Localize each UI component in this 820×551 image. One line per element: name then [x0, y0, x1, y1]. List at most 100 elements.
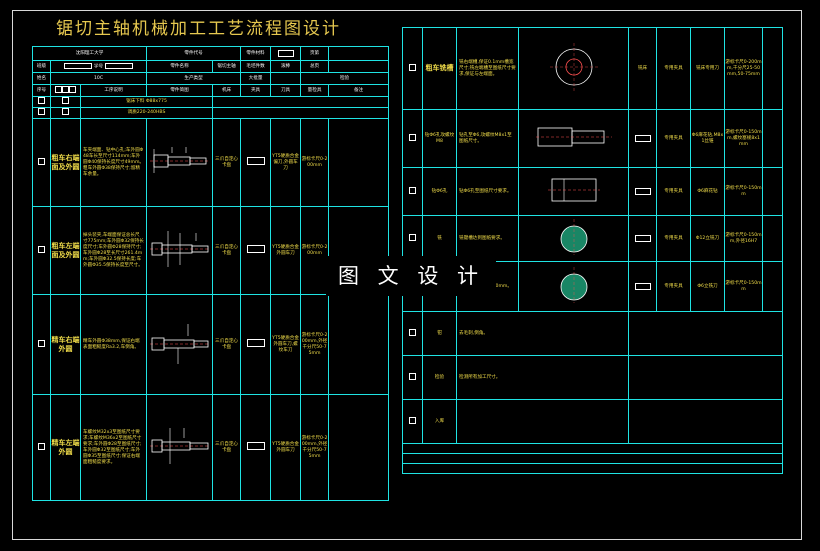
right-row-1-sketch — [518, 109, 629, 168]
process-row-3-name: 精车左端外圆 — [50, 394, 81, 501]
production-type-label: 生产类型 — [146, 72, 242, 85]
right-row-6-desc: 检测所有加工尺寸。 — [456, 355, 629, 400]
right-row-1-remark — [762, 109, 783, 168]
process-row-1-desc: 掉头装夹,车端面保证总长尺寸775mm;车外圆Φ32保持长度尺寸;车外圆Φ28保… — [79, 206, 148, 295]
process-row-3-seq — [32, 394, 51, 501]
shaft-sketch-1 — [149, 231, 210, 267]
page-total-label: 总页 — [300, 60, 330, 73]
seq-label: 序号 — [32, 84, 51, 97]
process-row-2-seq — [32, 294, 51, 395]
right-row-1-gauge: 游标卡尺0-150mm,螺纹塞规8x1mm — [724, 109, 763, 168]
gauge-label: 量检具 — [300, 84, 330, 97]
process-row-0-fixture — [240, 118, 272, 207]
right-row-1-name: 钻Φ6孔攻螺纹M8 — [422, 109, 457, 168]
right-row-5-desc: 去毛刺,倒角。 — [456, 311, 629, 356]
sketch-label: 零件简图 — [146, 84, 214, 97]
right-row-0-tool: 铣床专用刀 — [690, 27, 725, 110]
part-code-label: 零件代号 — [146, 46, 242, 61]
right-row-0-desc: 铣右端槽,保证0.1mm槽宽尺寸;铣左端槽至图纸尺寸要求,保证与左端面。 — [456, 27, 519, 110]
right-row-0-sketch — [518, 27, 629, 110]
right-row-3-sketch — [518, 215, 629, 262]
process-row-2-name: 精车右端外圆 — [50, 294, 81, 395]
right-row-5-seq — [402, 311, 423, 356]
gear-section-sketch — [549, 43, 598, 91]
right-row-5-empty — [628, 311, 783, 356]
process-row-0-tool: YT5硬质合金偏刀,外圆车刀 — [270, 118, 302, 207]
right-row-0-name: 粗车铣槽 — [422, 27, 457, 110]
pre-row-0-text: 锯床下料 Φ88x775 — [79, 96, 214, 108]
right-row-3-gauge: 游标卡尺0-150mm,外径16H7 — [724, 215, 763, 262]
right-row-0-fixture: 专用夹具 — [656, 27, 691, 110]
pre-row-0-seq — [32, 96, 51, 108]
page-label: 页第 — [300, 46, 330, 61]
right-row-7-empty — [628, 399, 783, 444]
right-row-4-gauge: 游标卡尺0-150mm — [724, 261, 763, 312]
school-cell: 沈阳理工大学 — [31, 46, 148, 61]
right-row-0-seq — [402, 27, 423, 110]
right-row-4-fixture: 专用夹具 — [656, 261, 691, 312]
process-row-3-machine: 三爪自定心卡盘 — [212, 394, 242, 501]
left-process-table: 沈阳理工大学 零件代号 零件材料 页第 班级 学号 零件名称 锯切主轴 毛坯件数… — [31, 46, 390, 501]
class-label: 班级 — [32, 60, 51, 73]
watermark-banner: 图 文 设 计 — [326, 256, 496, 296]
drawing-title: 锯切主轴机械加工工艺流程图设计 — [56, 19, 341, 39]
right-row-7-desc — [456, 399, 629, 444]
right-blank-row-0 — [402, 443, 783, 454]
process-row-2-machine: 三爪自定心卡盘 — [212, 294, 242, 395]
pre-row-1-seq — [32, 107, 51, 119]
right-row-0-remark — [762, 27, 783, 110]
process-row-1-tool: YT5硬质合金外圆车刀 — [270, 206, 302, 295]
process-row-0-remark — [328, 118, 390, 207]
process-row-2-remark — [328, 294, 390, 395]
slot-section-sketch — [560, 267, 587, 303]
shaft-sketch-0 — [149, 147, 210, 173]
right-row-3-machine — [628, 215, 657, 262]
process-row-0-desc: 车夹端面、钻中心孔;车外圆Φ48车长至尺寸114mm;车外圆Φ40保持长度尺寸4… — [79, 118, 148, 207]
right-row-7-name: 入库 — [422, 399, 457, 444]
process-row-2-fixture — [240, 294, 272, 395]
outer-frame — [12, 10, 802, 540]
right-row-2-gauge: 游标卡尺0-150mm — [724, 167, 763, 216]
material-box — [270, 46, 302, 61]
class-value: 学号 — [49, 60, 148, 73]
fixture-label: 夹具 — [240, 84, 272, 97]
process-row-3-desc: 车螺纹M32x3至图纸尺寸要求;车螺纹M36x2至图纸尺寸要求;车外圆Φ28至图… — [79, 394, 148, 501]
process-row-2-gauge: 游标卡尺0-200mm,外径千分尺50-75mm — [300, 294, 330, 395]
right-row-1-seq — [402, 109, 423, 168]
batch-value: 大批量 — [240, 72, 272, 85]
process-row-1-gauge: 游标卡尺0-200mm — [300, 206, 330, 295]
process-row-0-seq — [32, 118, 51, 207]
process-row-2-tool: YT5硬质合金外圆车刀,螺纹车刀 — [270, 294, 302, 395]
name-value: 10C — [49, 72, 148, 85]
process-row-1-fixture — [240, 206, 272, 295]
process-row-0-machine: 三爪自定心卡盘 — [212, 118, 242, 207]
right-row-2-fixture: 专用夹具 — [656, 167, 691, 216]
seq-icons — [50, 84, 81, 97]
right-row-2-desc: 钻Φ6孔至图纸尺寸要求。 — [456, 167, 519, 216]
gross-weight-label: 毛坯件数 — [240, 60, 272, 73]
part-material-label: 零件材料 — [240, 46, 272, 61]
process-row-3-gauge: 游标卡尺0-200mm,外径千分尺50-75mm — [300, 394, 330, 501]
empty-cell — [270, 72, 302, 85]
process-row-3-remark — [328, 394, 390, 501]
pre-row-1-icon — [50, 107, 81, 119]
right-row-4-remark — [762, 261, 783, 312]
right-row-3-remark — [762, 215, 783, 262]
part-name-label: 零件名称 — [146, 60, 214, 73]
right-row-7-seq — [402, 399, 423, 444]
right-row-6-seq — [402, 355, 423, 400]
process-row-1-seq — [32, 206, 51, 295]
process-row-3-fixture — [240, 394, 272, 501]
name-label: 姓名 — [32, 72, 51, 85]
right-row-1-machine — [628, 109, 657, 168]
page-value — [328, 46, 390, 61]
pre-row-0-empty — [212, 96, 390, 108]
right-row-3-tool: Φ12立铣刀 — [690, 215, 725, 262]
right-blank-row-1 — [402, 453, 783, 464]
right-row-2-machine — [628, 167, 657, 216]
right-row-1-fixture: 专用夹具 — [656, 109, 691, 168]
right-process-table: 粗车铣槽 铣右端槽,保证0.1mm槽宽尺寸;铣左端槽至图纸尺寸要求,保证与左端面… — [402, 27, 783, 474]
part-name-value: 锯切主轴 — [212, 60, 242, 73]
machine-label: 机床 — [212, 84, 242, 97]
